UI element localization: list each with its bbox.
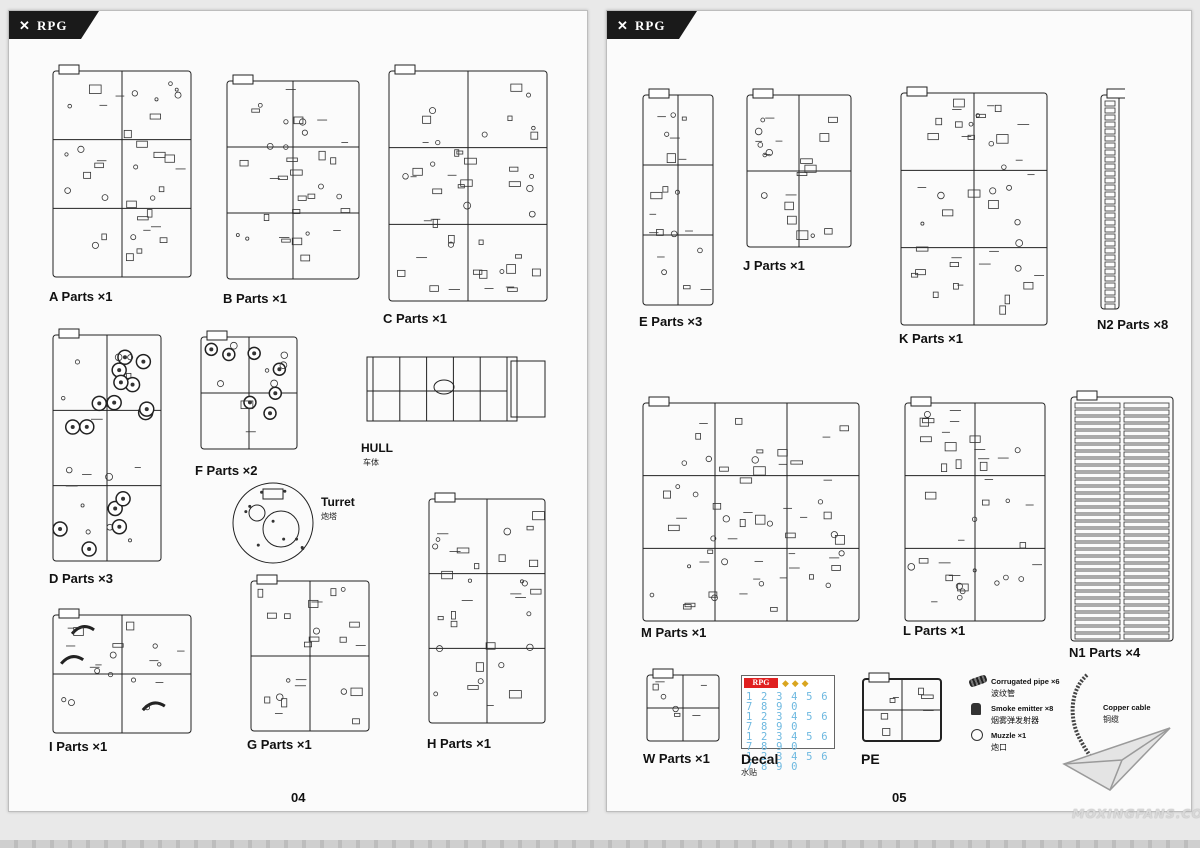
sprue-h: [423, 491, 551, 729]
corrugated-pipe-icon: [968, 674, 988, 688]
page-number: 05: [892, 790, 907, 805]
smoke-emitter-icon: [971, 703, 981, 715]
decal-label-cn: 水贴: [741, 768, 757, 777]
copper-cable-label: Copper cable: [1103, 703, 1151, 712]
sprue-b: [221, 73, 365, 285]
sprue-j-caption: J Parts ×1: [743, 258, 805, 273]
hull-label: HULL: [361, 441, 393, 455]
sprue-g: [245, 573, 375, 737]
turret-drawing: [231, 481, 315, 565]
sprue-n1-caption: N1 Parts ×4: [1069, 645, 1141, 660]
sprue-m: [637, 395, 865, 627]
sprue-e-caption: E Parts ×3: [639, 314, 703, 329]
sprue-d: [47, 327, 167, 567]
muzzle-label: Muzzle ×1: [991, 731, 1027, 740]
watermark-text: MOXINGFANS.COM: [1072, 806, 1200, 821]
smoke-emitter-label: Smoke emitter ×8: [991, 704, 1054, 713]
turret-label-cn: 炮塔: [321, 512, 337, 521]
sprue-i-caption: I Parts ×1: [49, 739, 108, 754]
sprue-a-caption: A Parts ×1: [49, 289, 113, 304]
decal-label: Decal: [741, 751, 779, 767]
page-number: 04: [291, 790, 306, 805]
smoke-emitter-label-cn: 烟雾弹发射器: [991, 716, 1039, 725]
corrugated-pipe-label: Corrugated pipe ×6: [991, 677, 1060, 686]
sprue-g-caption: G Parts ×1: [247, 737, 312, 752]
sprue-n1: [1065, 389, 1179, 647]
sprue-c-caption: C Parts ×1: [383, 311, 447, 326]
muzzle-icon: [971, 729, 983, 741]
decal-sheet: RPG ◆ ◆ ◆ 1 2 3 4 5 6 7 8 9 0 1 2 3 4 5 …: [741, 675, 835, 772]
sprue-m-caption: M Parts ×1: [641, 625, 707, 640]
decal-row: 1 2 3 4 5 6 7 8 9 0: [746, 751, 829, 773]
sprue-f: [195, 329, 303, 455]
pe-label: PE: [861, 751, 880, 767]
sprue-i: [47, 607, 197, 739]
muzzle-label-cn: 炮口: [991, 743, 1007, 752]
sprue-a: [47, 63, 197, 283]
decal-emblems: ◆ ◆ ◆: [782, 679, 809, 689]
sprue-k: [895, 85, 1053, 331]
rpg-logo: ✕ RPG: [607, 11, 697, 39]
turret-label: Turret: [321, 495, 355, 509]
sprue-l-caption: L Parts ×1: [903, 623, 966, 638]
decal-row: 1 2 3 4 5 6 7 8 9 0: [746, 731, 829, 753]
hull-label-cn: 车体: [363, 458, 379, 467]
sprue-w: [641, 667, 725, 747]
sprue-b-caption: B Parts ×1: [223, 291, 287, 306]
svg-text:✕: ✕: [617, 18, 628, 33]
copper-cable-label-cn: 铜缆: [1103, 715, 1119, 724]
sprue-h-caption: H Parts ×1: [427, 736, 491, 751]
decal-row: 1 2 3 4 5 6 7 8 9 0: [746, 691, 829, 713]
hull-drawing: [357, 351, 551, 431]
right-page: ✕ RPG E Parts ×3 J Parts ×1 K Parts ×1 N…: [606, 10, 1192, 812]
sprue-l: [899, 395, 1051, 627]
sprue-k-caption: K Parts ×1: [899, 331, 963, 346]
sprue-n2: [1095, 87, 1125, 315]
svg-text:✕: ✕: [19, 18, 30, 33]
paper-plane-icon: [1062, 724, 1172, 794]
pe-fret: [857, 671, 947, 747]
sprue-e: [637, 87, 719, 311]
sprue-j: [741, 87, 857, 253]
sprue-n2-caption: N2 Parts ×8: [1097, 317, 1169, 332]
rpg-logo: ✕ RPG: [9, 11, 99, 39]
decal-number-rows: 1 2 3 4 5 6 7 8 9 0 1 2 3 4 5 6 7 8 9 0 …: [742, 691, 834, 773]
sprue-c: [383, 63, 553, 307]
decal-rpg-logo: RPG: [744, 678, 778, 688]
sprue-w-caption: W Parts ×1: [643, 751, 710, 766]
decal-row: 1 2 3 4 5 6 7 8 9 0: [746, 711, 829, 733]
scan-edge: [0, 840, 1200, 848]
sprue-d-caption: D Parts ×3: [49, 571, 113, 586]
sprue-f-caption: F Parts ×2: [195, 463, 258, 478]
left-page: ✕ RPG A Parts ×1 B Parts ×1 C Parts ×1 D…: [8, 10, 588, 812]
corrugated-pipe-label-cn: 波纹管: [991, 689, 1015, 698]
